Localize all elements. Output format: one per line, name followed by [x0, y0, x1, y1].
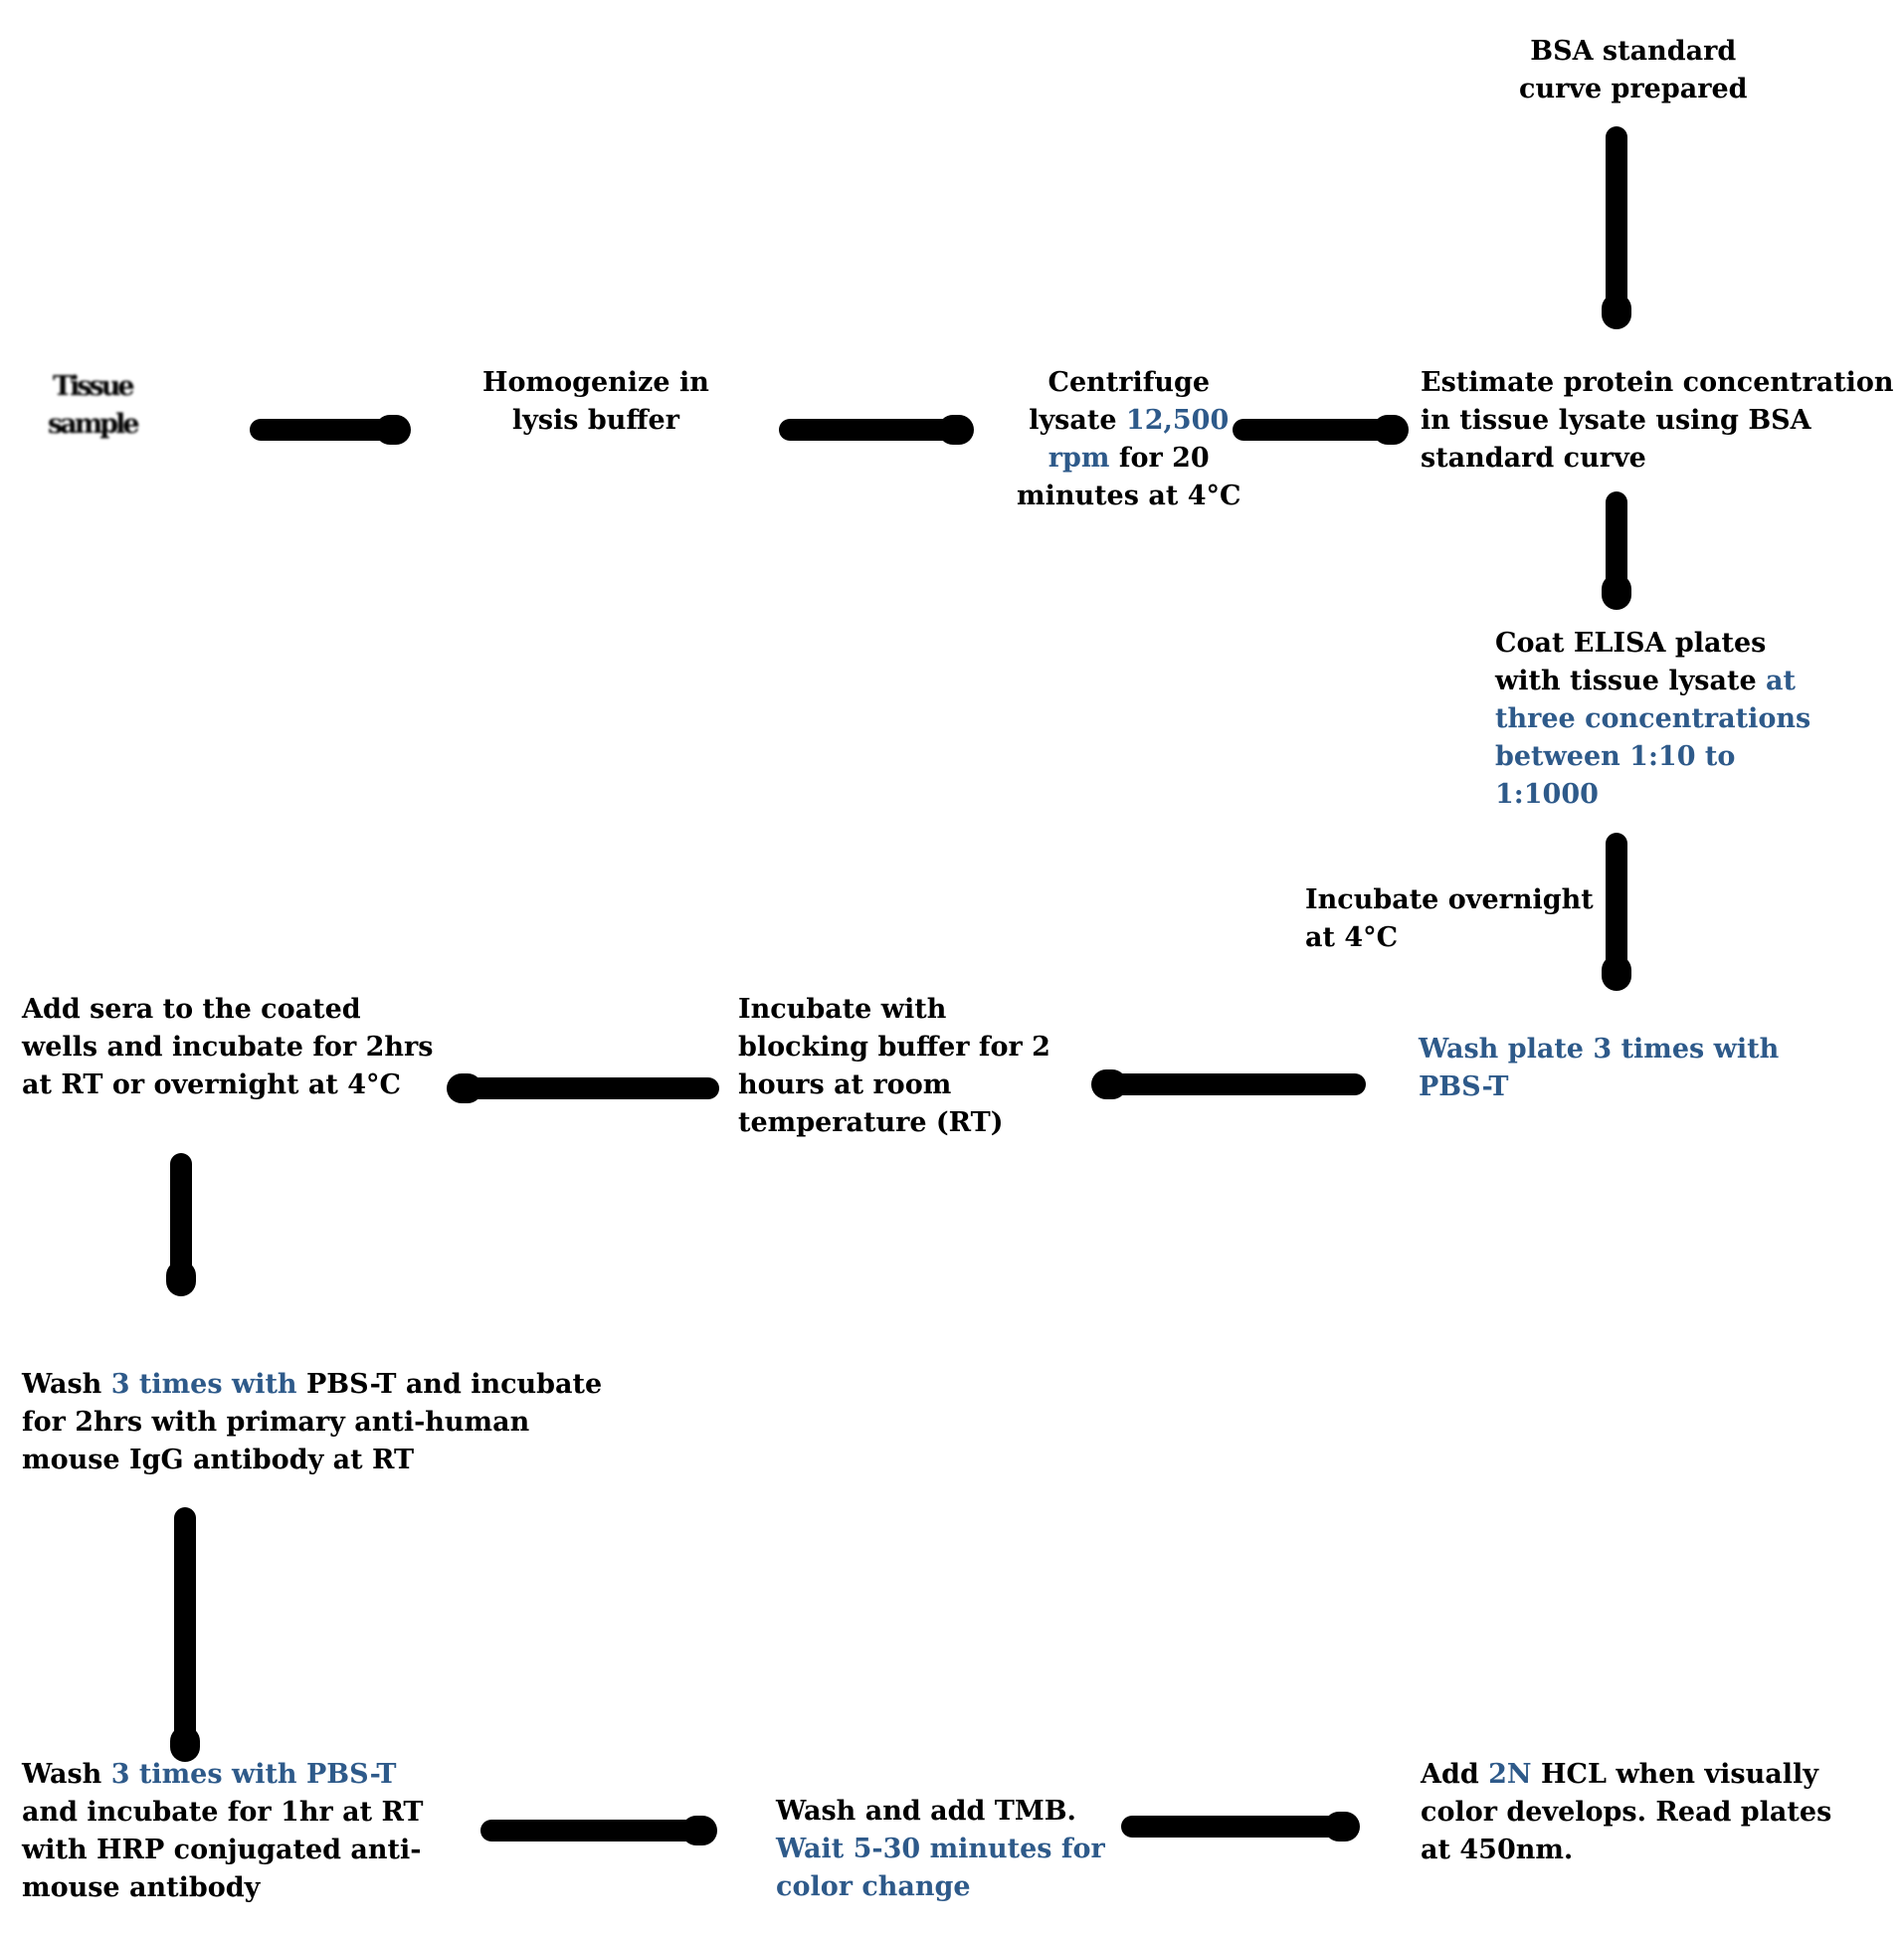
highlighted-text: Wait 5-30 minutes for: [776, 1834, 1105, 1864]
step-text: standard curve: [1421, 443, 1646, 474]
step-add-sera: Add sera to the coated wells and incubate…: [22, 991, 433, 1104]
step-text: with tissue lysate: [1495, 666, 1767, 696]
step-text: at RT or overnight at 4°C: [22, 1069, 401, 1100]
highlighted-text: 2N: [1488, 1759, 1532, 1790]
step-text: Homogenize in: [482, 367, 709, 398]
highlighted-text: rpm: [1047, 443, 1110, 474]
step-text: for 20: [1109, 443, 1210, 474]
step-text: wells and incubate for 2hrs: [22, 1032, 434, 1063]
step-tissue-sample: Tissue sample: [48, 368, 140, 444]
step-blocking: Incubate with blocking buffer for 2 hours …: [738, 991, 1050, 1142]
step-homogenize: Homogenize in lysis buffer: [482, 364, 709, 440]
highlighted-text: at: [1766, 666, 1796, 696]
step-text: blocking buffer for 2: [738, 1032, 1050, 1063]
step-text: PBS-T and incubate: [296, 1369, 603, 1400]
step-incubate-overnight: Incubate overnight at 4°C: [1305, 881, 1594, 957]
step-text: Incubate overnight: [1305, 884, 1594, 915]
step-text: sample: [48, 409, 140, 440]
step-text: at 4°C: [1305, 922, 1399, 953]
step-text: BSA standard: [1530, 36, 1737, 67]
step-tmb: Wash and add TMB. Wait 5-30 minutes for co…: [776, 1793, 1105, 1906]
step-text: Incubate with: [738, 994, 947, 1025]
step-text: temperature (RT): [738, 1107, 1004, 1138]
step-text: HCL when visually: [1531, 1759, 1818, 1790]
step-text: mouse IgG antibody at RT: [22, 1445, 415, 1475]
step-text: with HRP conjugated anti-: [22, 1835, 422, 1865]
step-text: color develops. Read plates: [1421, 1797, 1832, 1828]
step-text: minutes at 4°C: [1017, 481, 1241, 511]
step-add-hcl: Add 2N HCL when visually color develops. …: [1421, 1756, 1831, 1869]
highlighted-text: Wash plate 3 times with: [1419, 1034, 1780, 1065]
step-primary-antibody: Wash 3 times with PBS-T and incubate for …: [22, 1366, 602, 1479]
highlighted-text: PBS-T: [1419, 1071, 1509, 1102]
step-text: Coat ELISA plates: [1495, 628, 1767, 659]
step-text: curve prepared: [1519, 74, 1748, 104]
highlighted-text: color change: [776, 1871, 971, 1902]
step-hrp-antibody: Wash 3 times with PBS-T and incubate for …: [22, 1756, 424, 1907]
highlighted-text: 1:1000: [1495, 779, 1599, 810]
highlighted-text: 3 times with PBS-T: [110, 1759, 397, 1790]
step-text: Centrifuge: [1047, 367, 1211, 398]
step-text: and incubate for 1hr at RT: [22, 1797, 424, 1828]
step-text: Wash and add TMB.: [776, 1796, 1076, 1827]
step-bsa-standard: BSA standard curve prepared: [1519, 33, 1748, 108]
step-text: at 450nm.: [1421, 1835, 1574, 1865]
highlighted-text: three concentrations: [1495, 703, 1811, 734]
step-estimate-protein: Estimate protein concentration in tissue …: [1421, 364, 1894, 478]
step-text: lysate: [1029, 405, 1126, 436]
highlighted-text: 12,500: [1125, 405, 1230, 436]
step-text: Estimate protein concentration: [1421, 367, 1894, 398]
step-text: Wash: [22, 1759, 111, 1790]
step-text: Add: [1421, 1759, 1489, 1790]
highlighted-text: between 1:10 to: [1495, 741, 1736, 772]
step-text: for 2hrs with primary anti-human: [22, 1407, 530, 1438]
step-text: Add sera to the coated: [22, 994, 361, 1025]
step-text: hours at room: [738, 1069, 952, 1100]
step-text: Tissue: [53, 371, 135, 402]
highlighted-text: 3 times with: [110, 1369, 297, 1400]
step-text: mouse antibody: [22, 1872, 261, 1903]
step-centrifuge: Centrifuge lysate 12,500 rpm for 20 minutes…: [1017, 364, 1240, 515]
step-coat-plates: Coat ELISA plates with tissue lysate at th…: [1495, 625, 1810, 814]
step-text: in tissue lysate using BSA: [1421, 405, 1811, 436]
step-text: lysis buffer: [511, 405, 679, 436]
step-text: Wash: [22, 1369, 111, 1400]
